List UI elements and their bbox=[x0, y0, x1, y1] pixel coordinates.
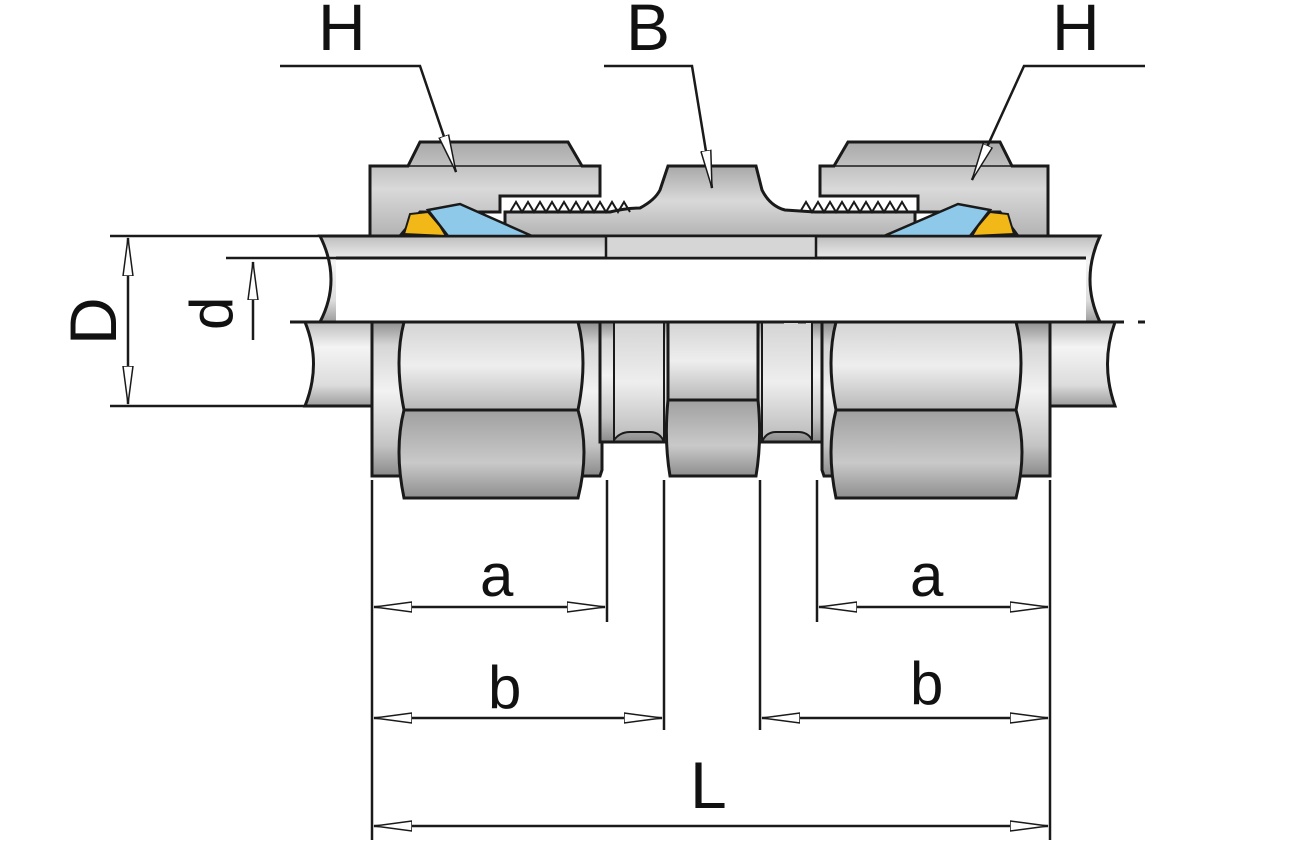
label-inner-diameter: d bbox=[178, 297, 245, 330]
label-dim-b-left: b bbox=[488, 654, 521, 721]
leader-lines bbox=[280, 64, 1145, 188]
nut-left-exterior bbox=[370, 320, 604, 500]
label-dim-a-right: a bbox=[910, 542, 944, 609]
label-body: B bbox=[626, 0, 670, 64]
label-nut-left: H bbox=[318, 0, 366, 64]
label-nut-right: H bbox=[1052, 0, 1100, 64]
extension-lines bbox=[110, 234, 1052, 840]
label-overall-length: L bbox=[690, 748, 727, 822]
label-outer-diameter: D bbox=[56, 297, 130, 345]
body-exterior bbox=[598, 320, 828, 478]
tube-section bbox=[317, 234, 1103, 324]
nut-left-section bbox=[368, 140, 602, 238]
label-dim-b-right: b bbox=[910, 650, 943, 717]
dimension-lines bbox=[128, 238, 1048, 826]
body-section bbox=[503, 164, 917, 260]
nut-right-exterior bbox=[820, 320, 1052, 500]
label-dim-a-left: a bbox=[480, 542, 514, 609]
